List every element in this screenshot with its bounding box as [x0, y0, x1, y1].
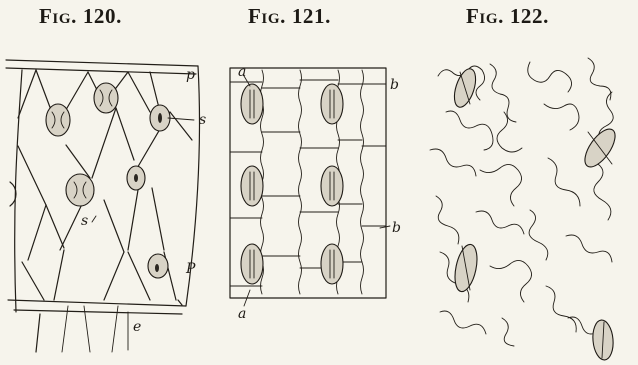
- stoma-120-4: [66, 174, 94, 206]
- stoma-120-6: [148, 254, 168, 278]
- stoma-121-3: [241, 166, 263, 206]
- stoma-121-6: [321, 244, 343, 284]
- stoma-122-1: [450, 66, 479, 110]
- figure-120-illustration: p s s P e: [6, 60, 206, 352]
- label-a-top: a: [238, 64, 246, 80]
- stoma-121-5: [241, 244, 263, 284]
- figure-122-illustration: [430, 58, 621, 361]
- label-a-bottom: a: [238, 306, 246, 322]
- stoma-121-1: [241, 84, 263, 124]
- label-s-center: s: [81, 213, 88, 229]
- label-p-top: p: [186, 67, 195, 83]
- label-e: e: [133, 319, 141, 335]
- label-b-top: b: [390, 77, 399, 93]
- stoma-120-5: [127, 166, 145, 190]
- stoma-120-3: [150, 105, 170, 131]
- label-b-right: b: [392, 220, 401, 236]
- stoma-122-3: [451, 242, 481, 293]
- stoma-122-4: [591, 319, 614, 361]
- label-s-right: s: [199, 112, 206, 128]
- stoma-121-4: [321, 166, 343, 206]
- label-p-bottom: P: [185, 261, 196, 277]
- stoma-120-1: [46, 104, 70, 136]
- stoma-121-2: [321, 84, 343, 124]
- stoma-120-2: [94, 83, 118, 113]
- figure-121-illustration: a b b a: [230, 64, 401, 322]
